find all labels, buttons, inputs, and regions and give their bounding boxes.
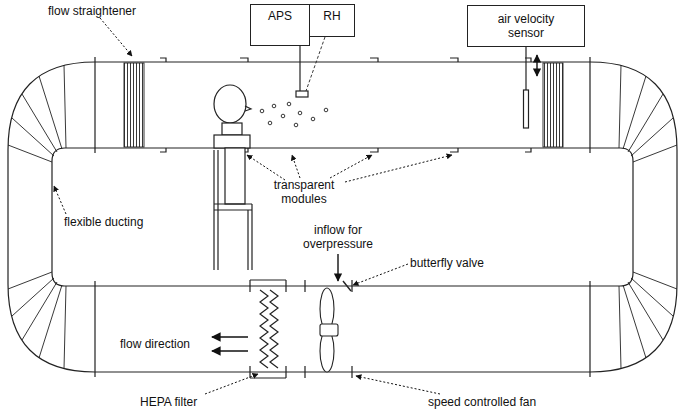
- duct-bends: [8, 62, 677, 372]
- part-label: flexible ducting: [64, 215, 143, 229]
- aerosol-particles: [324, 108, 328, 112]
- inflow-arrow: [337, 254, 338, 281]
- aerosol-particles: [281, 114, 285, 118]
- part-label: HEPA filter: [140, 395, 197, 409]
- node-text: air velocity sensor: [491, 12, 561, 40]
- velocity-probe: [536, 55, 537, 76]
- leader-lines: [205, 374, 258, 394]
- velocity-probe: [524, 46, 538, 128]
- aerosol-particles: [268, 121, 272, 125]
- butterfly-valve: [343, 281, 351, 291]
- bottom-duct: [95, 371, 590, 372]
- aerosol-particles: [287, 102, 291, 106]
- leader-lines: [330, 155, 372, 178]
- leader-lines: [356, 376, 440, 394]
- butterfly-valve: [343, 281, 351, 291]
- bottom-duct: [95, 281, 590, 377]
- top-duct: [95, 57, 590, 153]
- duct-bends: [590, 217, 677, 372]
- leader-lines: [247, 155, 285, 180]
- node-text: RH: [323, 9, 340, 23]
- top-duct: [95, 57, 590, 153]
- speed-controlled-fan: [320, 324, 338, 336]
- inflow-arrow: [338, 254, 339, 281]
- seated-person: [225, 148, 245, 204]
- bottom-duct: [95, 285, 590, 286]
- filter-pleat: [260, 290, 268, 368]
- bottom-duct: [95, 280, 590, 378]
- aerosol-particles: [260, 109, 264, 113]
- hepa-filter: [260, 290, 278, 368]
- aerosol-particles: [260, 102, 328, 127]
- aps-probe: [296, 37, 325, 97]
- top-duct: [95, 61, 590, 62]
- duct-bends: [8, 217, 95, 372]
- aerosol-particles: [272, 104, 276, 108]
- top-duct: [95, 147, 590, 148]
- part-label: transparent modules: [262, 178, 346, 206]
- leader-lines: [292, 155, 300, 178]
- flow-label: flow direction: [120, 337, 190, 351]
- flow-direction-arrows: [212, 336, 248, 338]
- aps-probe: [296, 91, 308, 97]
- part-label: inflow for overpressure: [283, 223, 393, 251]
- leader-lines: [353, 264, 408, 285]
- filter-pleat: [270, 290, 278, 368]
- flow-direction-arrows: [212, 350, 248, 352]
- aerosol-particles: [311, 117, 315, 121]
- flow-straightener: [543, 63, 563, 147]
- velocity-probe: [524, 90, 529, 128]
- bottom-duct: [305, 280, 352, 378]
- node-text: APS: [268, 9, 292, 23]
- leader-lines: [100, 18, 132, 56]
- duct-bends: [8, 62, 95, 217]
- leader-lines: [54, 18, 452, 394]
- rh-box: RH: [309, 4, 355, 37]
- seated-person: [214, 150, 252, 270]
- top-duct: [160, 58, 531, 152]
- seated-person: [245, 106, 251, 111]
- part-label: butterfly valve: [410, 256, 484, 270]
- speed-controlled-fan: [320, 288, 338, 372]
- seated-person: [214, 135, 250, 148]
- bottom-duct: [250, 280, 286, 378]
- leader-lines: [345, 155, 452, 182]
- leader-lines: [54, 186, 66, 214]
- part-label: speed controlled fan: [428, 395, 536, 409]
- aps-box: APS: [250, 4, 310, 46]
- aerosol-particles: [294, 123, 298, 127]
- seated-person: [214, 85, 246, 123]
- air-velocity-sensor-box: air velocity sensor: [467, 5, 585, 47]
- seated-person: [214, 85, 252, 270]
- flow-direction-arrows: [212, 337, 248, 351]
- flow-straightener: [124, 63, 144, 147]
- seated-person: [222, 123, 242, 135]
- duct-bends: [590, 62, 677, 217]
- aps-probe: [299, 45, 300, 92]
- part-label: flow straightener: [48, 4, 136, 18]
- aerosol-particles: [298, 111, 302, 115]
- flow-straightener: [124, 63, 563, 147]
